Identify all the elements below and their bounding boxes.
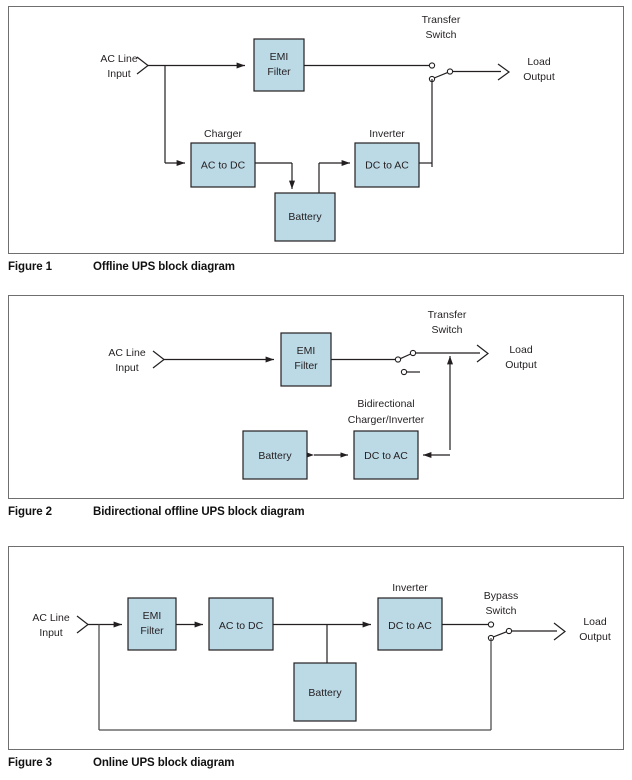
fig1-switch-label-line1: Transfer xyxy=(422,14,461,26)
figure-3-number: Figure 3 xyxy=(8,757,52,769)
figure-2-title: Bidirectional offline UPS block diagram xyxy=(93,506,305,518)
figure-1-frame: EMI Filter AC to DC Charger xyxy=(8,6,624,254)
fig3-block-rectifier xyxy=(208,597,274,651)
fig3-input-label-line1: AC Line xyxy=(32,612,70,624)
fig1-input-label-line2: Input xyxy=(107,68,130,80)
fig2-input-source-symbol xyxy=(152,350,165,369)
fig3-block-battery xyxy=(293,662,357,722)
fig3-inverter-group-label: Inverter xyxy=(392,582,428,594)
fig1-charger-group-label: Charger xyxy=(204,128,242,140)
fig2-battery-label: Battery xyxy=(258,450,292,462)
fig3-switch-label-line1: Bypass xyxy=(484,590,518,602)
fig3-input-label-line2: Input xyxy=(39,627,62,639)
figure-3-block: EMI Filter AC to DC Battery DC to AC Inv… xyxy=(0,546,632,774)
fig2-switch-label-line1: Transfer xyxy=(428,309,467,321)
fig1-switch-label-line2: Switch xyxy=(426,29,457,41)
fig3-switch-contact-top[interactable] xyxy=(487,621,495,628)
fig1-block-emi-filter xyxy=(253,38,305,92)
fig1-charger-label: AC to DC xyxy=(201,160,246,172)
figure-3-diagram: EMI Filter AC to DC Battery DC to AC Inv… xyxy=(32,582,611,731)
fig1-block-inverter xyxy=(354,142,420,188)
fig2-switch-blade[interactable] xyxy=(399,353,411,360)
fig3-switch-label-line2: Switch xyxy=(486,605,517,617)
fig3-output-label-line2: Output xyxy=(579,631,611,643)
fig2-switch-contact-left[interactable] xyxy=(394,356,402,363)
fig3-battery-label: Battery xyxy=(308,687,342,699)
fig2-input-label-line2: Input xyxy=(115,362,138,374)
fig2-converter-label: DC to AC xyxy=(364,450,408,462)
fig1-switch-pivot[interactable] xyxy=(446,68,454,75)
fig2-block-converter xyxy=(353,430,419,480)
fig1-output-symbol xyxy=(497,63,511,81)
fig3-block-inverter xyxy=(377,597,443,651)
fig2-switch-label-line2: Switch xyxy=(432,324,463,336)
figure-1-title: Offline UPS block diagram xyxy=(93,261,235,273)
figure-2-block: EMI Filter Battery xyxy=(0,295,632,523)
fig3-output-label-line1: Load xyxy=(583,616,607,628)
fig2-converter-group-label-line1: Bidirectional xyxy=(357,398,414,410)
fig3-emi-label-line1: EMI xyxy=(143,610,162,622)
fig3-switch-pivot[interactable] xyxy=(505,627,513,635)
fig2-output-label-line1: Load xyxy=(509,344,533,356)
figure-1-diagram: EMI Filter AC to DC Charger xyxy=(100,14,555,242)
fig1-output-label-line1: Load xyxy=(527,56,551,68)
fig1-block-charger xyxy=(190,142,256,188)
fig3-switch-blade[interactable] xyxy=(492,631,508,638)
fig1-output-label-line2: Output xyxy=(523,71,555,83)
fig2-input-label-line1: AC Line xyxy=(108,347,146,359)
fig3-block-emi-filter xyxy=(127,597,177,651)
fig2-block-battery xyxy=(242,430,308,480)
fig3-emi-label-line2: Filter xyxy=(140,625,164,637)
figure-2-frame: EMI Filter Battery xyxy=(8,295,624,499)
fig1-inverter-group-label: Inverter xyxy=(369,128,405,140)
fig1-block-battery xyxy=(274,192,336,242)
figure-2-caption: Figure 2 Bidirectional offline UPS block … xyxy=(8,506,305,518)
fig1-switch-contact-top[interactable] xyxy=(428,62,436,69)
fig3-output-symbol xyxy=(553,622,566,641)
figure-3-title: Online UPS block diagram xyxy=(93,757,235,769)
figure-2-number: Figure 2 xyxy=(8,506,52,518)
figure-1-caption: Figure 1 Offline UPS block diagram xyxy=(8,261,235,273)
figure-2-diagram: EMI Filter Battery xyxy=(108,309,537,480)
fig3-rectifier-label: AC to DC xyxy=(219,620,264,632)
fig2-switch-contact-open[interactable] xyxy=(400,368,408,376)
fig1-input-label-line1: AC Line xyxy=(100,53,138,65)
fig2-converter-group-label-line2: Charger/Inverter xyxy=(348,414,425,426)
figure-1-block: EMI Filter AC to DC Charger xyxy=(0,6,632,278)
fig2-output-symbol xyxy=(476,344,489,363)
fig3-input-source-symbol xyxy=(76,615,89,634)
fig2-emi-label-line1: EMI xyxy=(297,345,316,357)
fig2-emi-label-line2: Filter xyxy=(294,360,318,372)
fig3-inverter-label: DC to AC xyxy=(388,620,432,632)
figure-3-caption: Figure 3 Online UPS block diagram xyxy=(8,757,234,769)
fig2-switch-pivot[interactable] xyxy=(409,349,417,357)
fig1-battery-label: Battery xyxy=(288,211,322,223)
figure-1-number: Figure 1 xyxy=(8,261,52,273)
fig1-inverter-label: DC to AC xyxy=(365,160,409,172)
fig1-emi-label-line1: EMI xyxy=(270,51,289,63)
fig1-switch-blade[interactable] xyxy=(433,71,449,79)
fig1-input-source-symbol xyxy=(136,56,149,75)
fig2-output-label-line2: Output xyxy=(505,359,537,371)
fig1-emi-label-line2: Filter xyxy=(267,66,291,78)
figure-3-frame: EMI Filter AC to DC Battery DC to AC Inv… xyxy=(8,546,624,750)
